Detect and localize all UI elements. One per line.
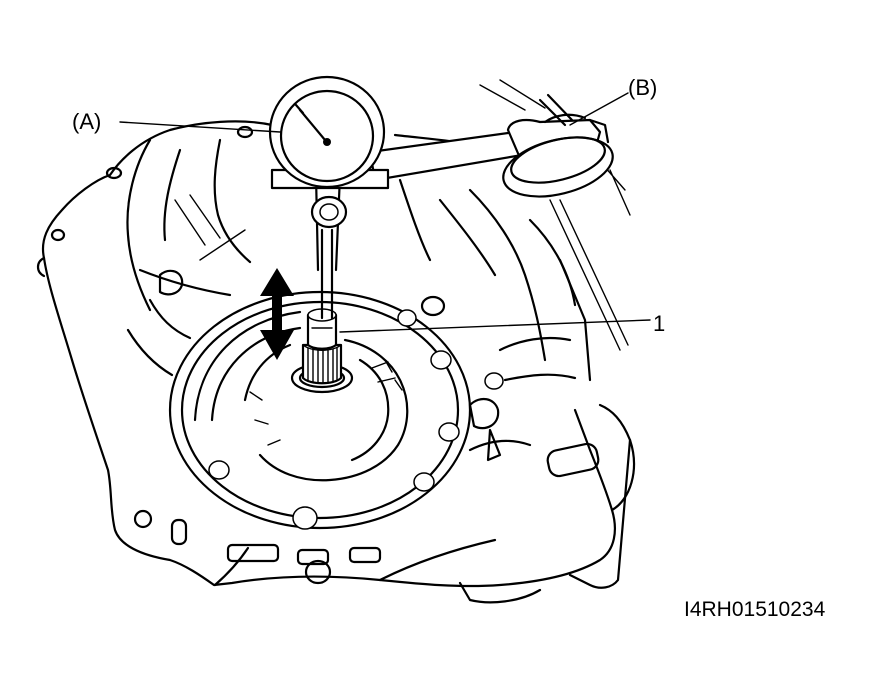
magnetic-stand — [348, 93, 614, 198]
case-bolt-holes — [50, 125, 600, 585]
figure-code: I4RH01510234 — [684, 598, 826, 621]
label-magnetic-stand: (B) — [628, 75, 658, 100]
transmission-case — [36, 120, 636, 604]
leader-lines — [119, 92, 651, 333]
case-ribs — [126, 79, 631, 452]
leader-line-a — [119, 121, 281, 133]
label-part-1: 1 — [653, 311, 666, 336]
dial-gauge — [268, 75, 390, 190]
label-dial-gauge: (A) — [72, 109, 102, 134]
gauge-stem — [310, 173, 348, 320]
pump-bolts — [208, 309, 504, 530]
input-shaft — [290, 308, 354, 394]
measurement-arrow — [260, 268, 294, 360]
leader-line-1 — [339, 319, 651, 333]
leader-line-b — [569, 92, 629, 126]
